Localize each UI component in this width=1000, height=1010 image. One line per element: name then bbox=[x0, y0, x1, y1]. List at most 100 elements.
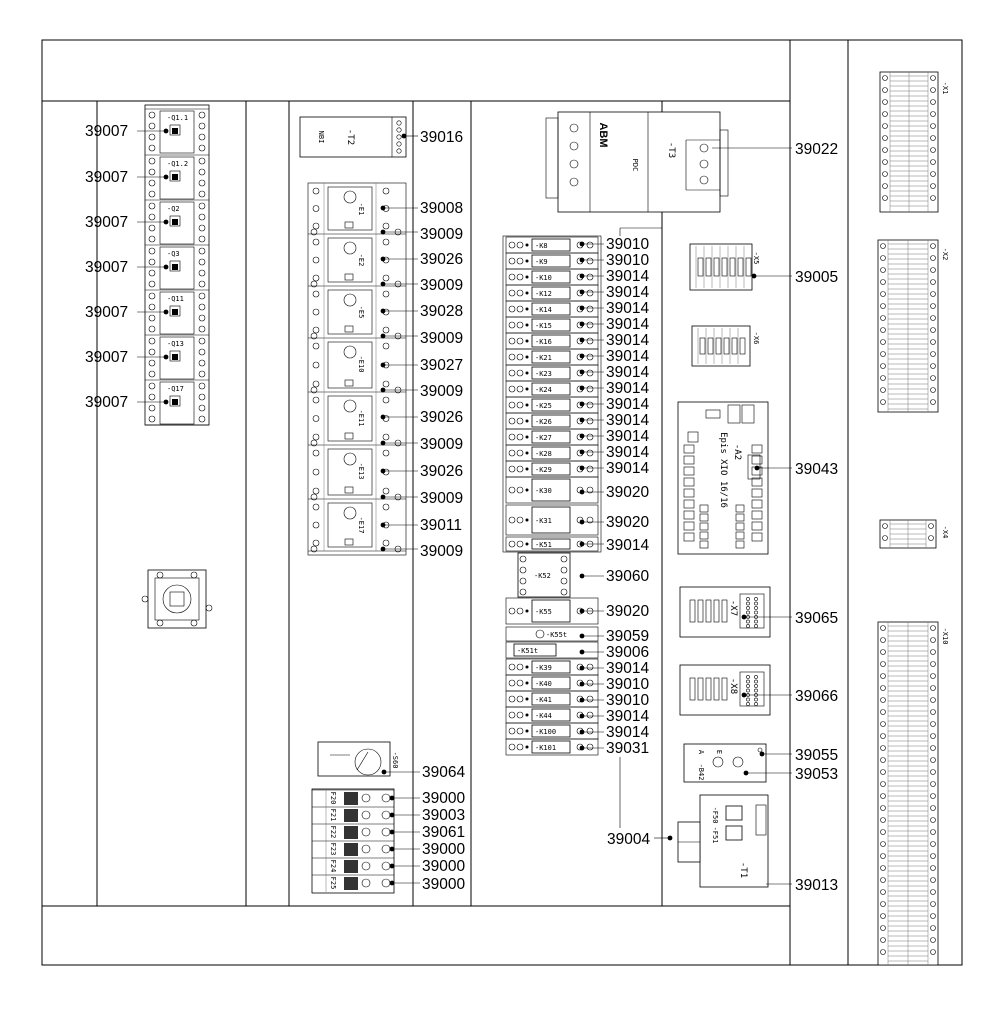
relay-rail-col2 bbox=[307, 182, 407, 556]
callout-sensor: 39055 bbox=[795, 747, 838, 764]
fuse-label: F25 bbox=[329, 877, 337, 890]
t2-terminal bbox=[396, 120, 402, 126]
fuse: F20 bbox=[312, 789, 420, 807]
strip-screw bbox=[930, 853, 936, 859]
breaker-terminal bbox=[148, 202, 156, 210]
callout-rail: 39009 bbox=[420, 330, 463, 347]
strip-screw bbox=[880, 781, 886, 787]
strip-screw bbox=[880, 387, 886, 393]
callout-connector-x7: 39065 bbox=[795, 610, 838, 627]
relay-body bbox=[531, 366, 571, 380]
terminal-strip-x1 bbox=[879, 71, 939, 213]
relay-label: -E17 bbox=[357, 517, 365, 534]
connector-pin bbox=[697, 677, 704, 701]
fuse-label: F23 bbox=[329, 843, 337, 856]
relay-indicator bbox=[525, 467, 529, 471]
callout-relay: 39014 bbox=[606, 444, 649, 461]
callout-relay: 39028 bbox=[420, 303, 463, 320]
breaker-toggle-lever bbox=[172, 128, 178, 134]
breaker-body bbox=[159, 156, 195, 200]
callout-thermostat: 39064 bbox=[422, 764, 465, 781]
callout-relay: 39026 bbox=[420, 409, 463, 426]
relay-terminal bbox=[516, 743, 524, 751]
relay-terminal bbox=[312, 187, 320, 195]
strip-screw bbox=[930, 937, 936, 943]
breaker-terminal bbox=[148, 348, 156, 356]
callout-relay: 39006 bbox=[606, 644, 649, 661]
strip-screw bbox=[880, 673, 886, 679]
breaker-terminal bbox=[198, 224, 206, 232]
relay-k51t: -K51t bbox=[505, 641, 599, 659]
relay-body bbox=[327, 502, 373, 548]
strip-labels: -X1 -X2 -X4 -X10 bbox=[941, 82, 949, 645]
io-terminal bbox=[735, 540, 745, 549]
relay-terminal bbox=[586, 289, 594, 297]
x1-label: -X1 bbox=[941, 82, 949, 95]
relay-terminal bbox=[586, 711, 594, 719]
pdc-label: PDC bbox=[631, 159, 639, 172]
strip-screw bbox=[880, 949, 886, 955]
relay-led bbox=[344, 273, 354, 281]
fuse-label: F22 bbox=[329, 826, 337, 839]
terminal-screw bbox=[723, 337, 730, 355]
strip-screw bbox=[880, 925, 886, 931]
relay-label-text: -E10 bbox=[357, 356, 365, 373]
breaker-terminal bbox=[198, 144, 206, 152]
strip-screw bbox=[880, 709, 886, 715]
connector-pin bbox=[689, 599, 696, 623]
relay-label: -K44 bbox=[535, 712, 552, 720]
breaker-terminal bbox=[148, 235, 156, 243]
strip-screw bbox=[880, 327, 886, 333]
strip-screw bbox=[930, 637, 936, 643]
terminal-screw bbox=[737, 257, 744, 277]
strip-screw bbox=[880, 625, 886, 631]
relay-terminal bbox=[508, 516, 516, 524]
callout-fuse: 39000 bbox=[422, 790, 465, 807]
relay-terminal bbox=[508, 727, 516, 735]
relay-row: -K41 bbox=[505, 690, 599, 708]
relay-terminal bbox=[508, 289, 516, 297]
io-terminal bbox=[735, 531, 745, 540]
breaker-terminal bbox=[148, 247, 156, 255]
relay-indicator bbox=[525, 323, 529, 327]
relay-terminal bbox=[312, 238, 320, 246]
fuse: F24 bbox=[312, 857, 420, 875]
breaker-toggle-lever bbox=[172, 399, 178, 405]
connector-pin bbox=[754, 601, 758, 606]
callout-breaker: 39007 bbox=[85, 394, 128, 411]
fuse-terminal bbox=[361, 861, 371, 871]
callout-relay: 39014 bbox=[606, 364, 649, 381]
relay-terminal bbox=[312, 415, 320, 422]
callout-relay: 39010 bbox=[606, 236, 649, 253]
strip-screw bbox=[930, 375, 936, 381]
relay-indicator bbox=[525, 697, 529, 701]
relay-row: -K39 bbox=[505, 658, 599, 676]
relay-terminal bbox=[382, 238, 390, 246]
t3-label: -T3 bbox=[666, 142, 676, 158]
strip-screw bbox=[882, 195, 888, 201]
relay-group-col3: -K8-K9-K10-K12-K14-K15-K16-K21-K23-K24-K… bbox=[502, 227, 673, 841]
relay-knob bbox=[343, 452, 357, 466]
strip-screw bbox=[930, 793, 936, 799]
relay-terminal bbox=[516, 540, 524, 548]
relay-body bbox=[531, 398, 571, 412]
callout-relay: 39014 bbox=[606, 316, 649, 333]
relay-terminal bbox=[508, 337, 516, 345]
breaker-terminal bbox=[198, 404, 206, 412]
callouts-col3: 39010 39010 39014 39014 39014 39014 3901… bbox=[606, 236, 650, 848]
callout-connector-x8: 39066 bbox=[795, 688, 838, 705]
relay-row: -K26 bbox=[505, 412, 599, 430]
breaker-terminal bbox=[198, 202, 206, 210]
relay-row: -K29 bbox=[505, 460, 599, 478]
relay-terminal bbox=[586, 663, 594, 671]
relay-indicator bbox=[525, 387, 529, 391]
relay-terminal bbox=[516, 607, 524, 615]
relay-terminal bbox=[519, 555, 527, 563]
terminal-strip-x10 bbox=[877, 621, 939, 966]
connector-pin bbox=[705, 677, 712, 701]
breaker-label: -Q1.1 bbox=[167, 114, 188, 122]
relay-row: -K101 bbox=[505, 738, 599, 756]
breaker-terminal bbox=[198, 133, 206, 141]
relay-terminal bbox=[516, 695, 524, 703]
callout-relay: 39014 bbox=[606, 332, 649, 349]
